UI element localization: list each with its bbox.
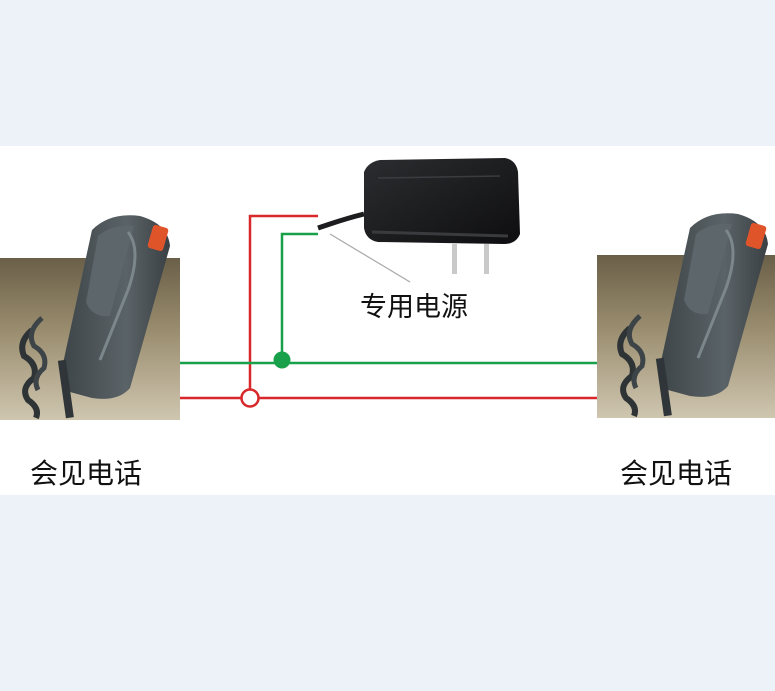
wall-telephone-icon: [617, 213, 768, 418]
red-wire-feed: [248, 214, 318, 398]
green-junction-node: [273, 351, 291, 369]
power-adapter: [317, 158, 520, 283]
right-phone: [597, 213, 775, 418]
phone-left-label: 会见电话: [30, 457, 143, 490]
wires: [180, 214, 597, 408]
left-phone: [0, 215, 180, 420]
red-crossing-node: [240, 388, 260, 408]
phone-right-label: 会见电话: [620, 457, 733, 490]
power-adapter-icon: [317, 158, 520, 283]
green-wire-feed: [280, 232, 318, 360]
power-label: 专用电源: [360, 292, 468, 323]
wall-telephone-icon: [19, 215, 170, 420]
